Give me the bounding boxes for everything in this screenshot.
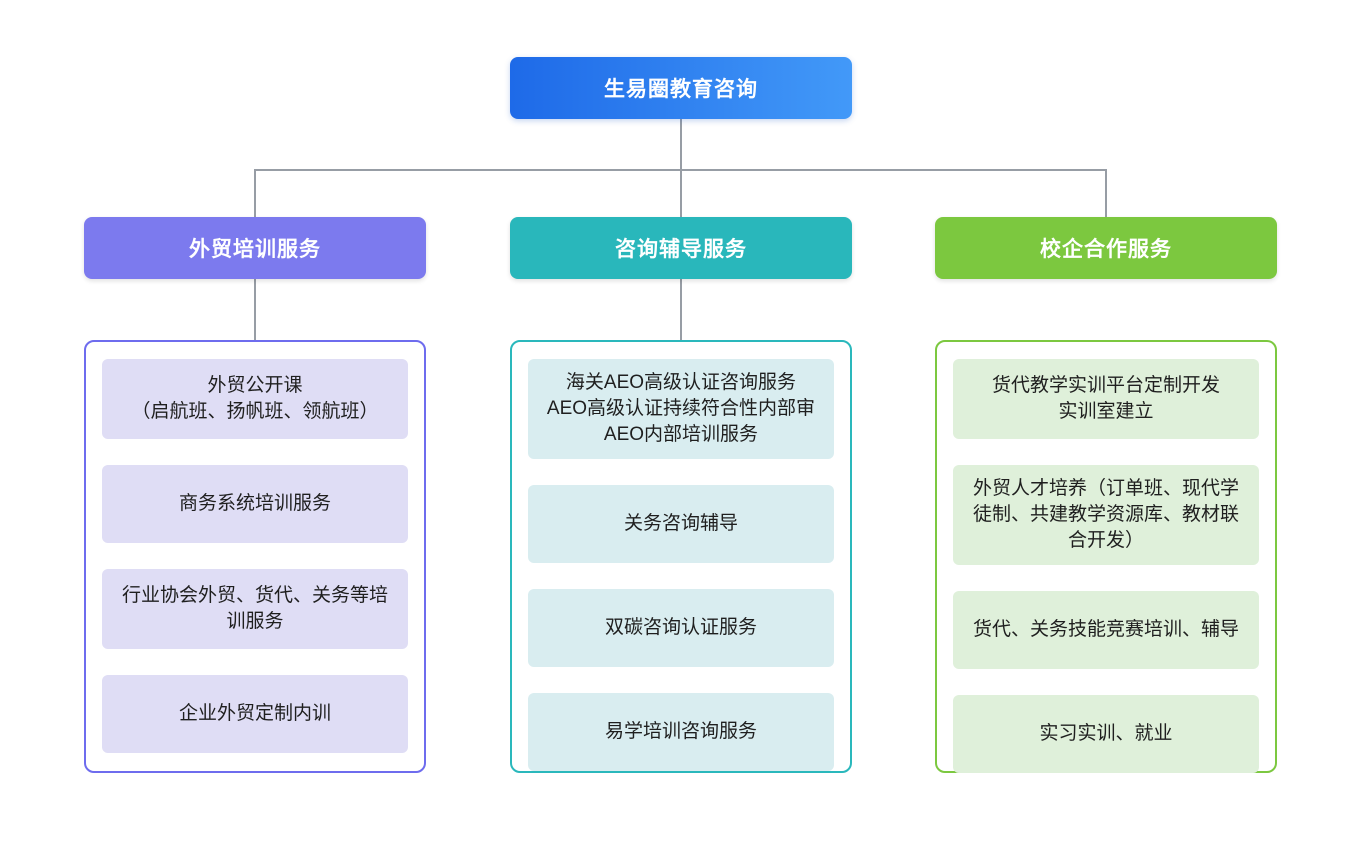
root-node-label: 生易圈教育咨询 <box>604 78 758 101</box>
list-item[interactable]: 企业外贸定制内训 <box>102 675 408 753</box>
list-item[interactable]: 货代教学实训平台定制开发 实训室建立 <box>953 359 1259 439</box>
connector-branch-0-to-container <box>254 279 256 340</box>
branch-header-school-enterprise[interactable]: 校企合作服务 <box>935 217 1277 279</box>
list-item[interactable]: 关务咨询辅导 <box>528 485 834 563</box>
list-item[interactable]: 商务系统培训服务 <box>102 465 408 543</box>
list-item[interactable]: 行业协会外贸、货代、关务等培 训服务 <box>102 569 408 649</box>
branch-header-label: 咨询辅导服务 <box>615 238 747 261</box>
list-item[interactable]: 易学培训咨询服务 <box>528 693 834 771</box>
branch-header-label: 校企合作服务 <box>1040 238 1172 261</box>
branch-container-school-enterprise: 货代教学实训平台定制开发 实训室建立 外贸人才培养（订单班、现代学 徒制、共建教… <box>935 340 1277 773</box>
connector-branch-1-to-container <box>680 279 682 340</box>
branch-container-trade-training: 外贸公开课 （启航班、扬帆班、领航班） 商务系统培训服务 行业协会外贸、货代、关… <box>84 340 426 773</box>
list-item[interactable]: 外贸人才培养（订单班、现代学 徒制、共建教学资源库、教材联 合开发） <box>953 465 1259 565</box>
root-node[interactable]: 生易圈教育咨询 <box>510 57 852 119</box>
branch-header-label: 外贸培训服务 <box>189 238 321 261</box>
list-item[interactable]: 外贸公开课 （启航班、扬帆班、领航班） <box>102 359 408 439</box>
branch-container-consulting: 海关AEO高级认证咨询服务 AEO高级认证持续符合性内部审 AEO内部培训服务 … <box>510 340 852 773</box>
list-item[interactable]: 双碳咨询认证服务 <box>528 589 834 667</box>
connector-root-vertical <box>680 119 682 170</box>
branch-header-consulting[interactable]: 咨询辅导服务 <box>510 217 852 279</box>
list-item[interactable]: 货代、关务技能竞赛培训、辅导 <box>953 591 1259 669</box>
connector-branch-2-drop <box>1105 169 1107 217</box>
list-item[interactable]: 海关AEO高级认证咨询服务 AEO高级认证持续符合性内部审 AEO内部培训服务 <box>528 359 834 459</box>
branch-header-trade-training[interactable]: 外贸培训服务 <box>84 217 426 279</box>
list-item[interactable]: 实习实训、就业 <box>953 695 1259 773</box>
connector-branch-1-drop <box>680 169 682 217</box>
connector-branch-0-drop <box>254 169 256 217</box>
